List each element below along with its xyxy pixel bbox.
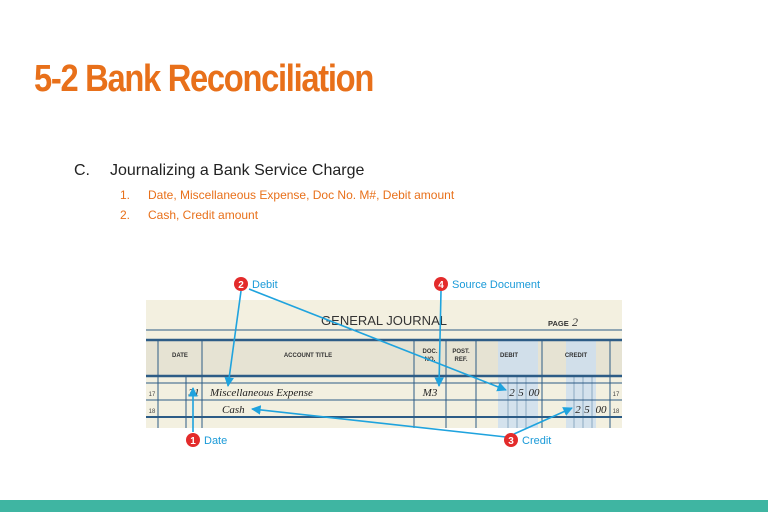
row-credit-digit: 5	[584, 404, 590, 416]
page-number: 2	[572, 315, 578, 329]
row-debit-digit: 5	[518, 387, 524, 399]
outline-item-number: 1.	[120, 188, 131, 202]
header-date: DATE	[172, 353, 188, 359]
row-credit-cents: 00	[596, 404, 608, 416]
callout-label: Debit	[252, 279, 278, 291]
arrow-credit-to-account	[251, 405, 507, 438]
arrow-debit-to-account	[224, 290, 242, 387]
callout-source-document: 4 Source Document	[434, 277, 540, 291]
outline-heading-text: Journalizing a Bank Service Charge	[110, 162, 365, 179]
callout-number: 4	[438, 280, 444, 291]
row-doc-no: M3	[422, 387, 438, 399]
footer-accent-bar	[0, 500, 768, 512]
row-line-number: 17	[149, 392, 156, 398]
outline-item-number: 2.	[120, 208, 131, 222]
callout-number-badge	[186, 433, 200, 447]
outline-heading-letter: C.	[74, 162, 90, 179]
callout-label: Date	[204, 435, 227, 447]
row-account: Cash	[222, 404, 245, 416]
journal-row: 18 18 Cash 2 5 00	[149, 404, 620, 416]
callout-credit: 3 Credit	[504, 433, 551, 447]
outline-item-text: Date, Miscellaneous Expense, Doc No. M#,…	[148, 188, 455, 202]
arrow-credit-to-amount	[513, 407, 573, 435]
journal-header-band	[146, 340, 622, 376]
callout-number-badge	[234, 277, 248, 291]
arrow-debit-to-amount	[248, 288, 507, 392]
callout-number-badge	[434, 277, 448, 291]
slide-title: 5-2 Bank Reconciliation	[34, 58, 374, 100]
header-credit: CREDIT	[565, 353, 588, 359]
journal-title: GENERAL JOURNAL	[321, 313, 447, 328]
row-debit-cents: 00	[529, 387, 541, 399]
row-line-number: 18	[613, 409, 620, 415]
callout-number-badge	[504, 433, 518, 447]
row-debit-digit: 2	[509, 387, 515, 399]
row-line-number: 17	[613, 392, 620, 398]
outline-item-text: Cash, Credit amount	[148, 208, 259, 222]
callout-label: Source Document	[452, 279, 540, 291]
row-line-number: 18	[149, 409, 156, 415]
callout-number: 2	[238, 280, 244, 291]
callout-arrows	[188, 288, 573, 438]
header-debit: DEBIT	[500, 353, 518, 359]
arrow-source-to-doc	[434, 290, 444, 387]
callout-number: 1	[190, 436, 196, 447]
callout-date: 1 Date	[186, 433, 227, 447]
callout-number: 3	[508, 436, 514, 447]
header-doc-no: DOC.	[423, 349, 438, 355]
callout-label: Credit	[522, 435, 551, 447]
callout-debit: 2 Debit	[234, 277, 278, 291]
digit-column-rules	[507, 376, 593, 428]
header-post-ref: POST.	[452, 349, 470, 355]
row-credit-digit: 2	[575, 404, 581, 416]
header-post-ref: REF.	[454, 357, 467, 363]
page-label: PAGE	[548, 319, 569, 328]
header-account-title: ACCOUNT TITLE	[284, 353, 332, 359]
row-account: Miscellaneous Expense	[209, 387, 313, 399]
